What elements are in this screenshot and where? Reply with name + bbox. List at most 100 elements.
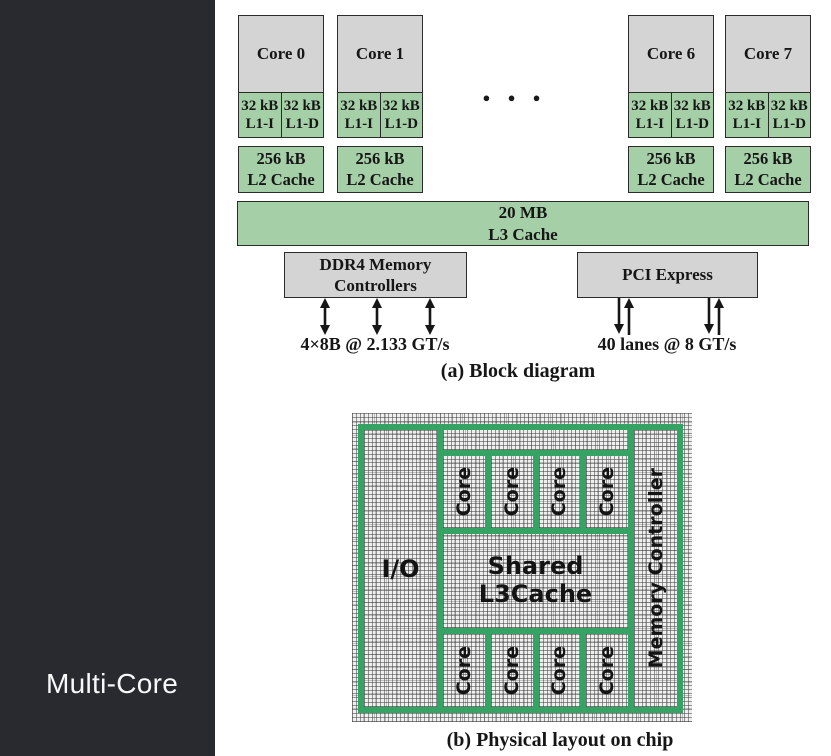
down-arrow-icon bbox=[614, 298, 624, 334]
core-row-bottom: Core Core Core Core bbox=[443, 634, 628, 707]
core-label: Core 6 bbox=[646, 44, 696, 63]
core-box: Core 6 bbox=[628, 15, 714, 93]
sidebar: Multi-Core bbox=[0, 0, 215, 756]
core-region-label: Core bbox=[452, 645, 475, 696]
core-region: Core bbox=[586, 634, 628, 707]
up-arrow-icon bbox=[624, 298, 634, 335]
core-region: Core bbox=[490, 634, 533, 707]
core-region-label: Core bbox=[596, 645, 619, 696]
slide-title: Multi-Core bbox=[46, 668, 179, 699]
l1i-size: 32 kB bbox=[241, 98, 279, 114]
bidirectional-arrow-icon bbox=[425, 298, 435, 335]
core-label: Core 1 bbox=[355, 44, 405, 63]
core-box: Core 1 bbox=[337, 15, 423, 93]
l1d-cache-box: 32 kB L1-D bbox=[380, 92, 423, 138]
core-group-6: Core 6 32 kB L1-I 32 kB L1-D 256 kB L2 C… bbox=[628, 15, 714, 193]
l1d-label: L1-D bbox=[285, 116, 319, 132]
l1i-size: 32 kB bbox=[728, 98, 766, 114]
l1d-size: 32 kB bbox=[382, 98, 420, 114]
l2-label: L2 Cache bbox=[247, 169, 315, 189]
chip-frame: I/O Core Core Core Core bbox=[358, 424, 683, 713]
l1d-size: 32 kB bbox=[283, 98, 321, 114]
l1i-size: 32 kB bbox=[340, 98, 378, 114]
ddr4-memory-controllers-box: DDR4 Memory Controllers bbox=[284, 252, 467, 298]
core-region: Core bbox=[586, 456, 628, 528]
l1-cache-row: 32 kB L1-I 32 kB L1-D bbox=[628, 92, 714, 138]
l2-size: 256 kB bbox=[646, 148, 696, 168]
core-region-label: Core bbox=[548, 645, 571, 696]
chip-floorplan: I/O Core Core Core Core bbox=[352, 413, 692, 722]
pcie-label: PCI Express bbox=[622, 265, 713, 285]
l1i-label: L1-I bbox=[245, 116, 274, 132]
shared-l3-label-line2: L3Cache bbox=[478, 580, 593, 608]
l2-cache-box: 256 kB L2 Cache bbox=[337, 146, 423, 193]
l1d-label: L1-D bbox=[772, 116, 806, 132]
ddr4-label-line2: Controllers bbox=[334, 276, 417, 295]
l1-cache-row: 32 kB L1-I 32 kB L1-D bbox=[725, 92, 811, 138]
l1d-label: L1-D bbox=[384, 116, 418, 132]
ddr4-bus-label: 4×8B @ 2.133 GT/s bbox=[300, 334, 450, 354]
l2-size: 256 kB bbox=[355, 148, 405, 168]
l2-cache-box: 256 kB L2 Cache bbox=[238, 146, 324, 193]
core-region-label: Core bbox=[500, 645, 523, 696]
l2-label: L2 Cache bbox=[346, 169, 414, 189]
core-region-label: Core bbox=[548, 467, 571, 517]
bidirectional-arrow-icon bbox=[372, 298, 382, 335]
core-region: Core bbox=[538, 634, 581, 707]
memory-controller-region: Memory Controller bbox=[634, 430, 677, 707]
memory-controller-label: Memory Controller bbox=[644, 468, 667, 669]
l1i-cache-box: 32 kB L1-I bbox=[725, 92, 769, 138]
core-region: Core bbox=[443, 456, 485, 528]
core-label: Core 0 bbox=[256, 44, 306, 63]
ddr4-label-line1: DDR4 Memory bbox=[319, 254, 432, 274]
ellipsis-dots: ● ● ● bbox=[482, 90, 548, 105]
l2-size: 256 kB bbox=[743, 148, 793, 168]
l1d-cache-box: 32 kB L1-D bbox=[281, 92, 324, 138]
l1i-cache-box: 32 kB L1-I bbox=[337, 92, 381, 138]
shared-l3-label-line1: Shared bbox=[487, 552, 584, 581]
core-group-0: Core 0 32 kB L1-I 32 kB L1-D 256 kB L2 C… bbox=[238, 15, 324, 193]
core-region: Core bbox=[490, 456, 533, 528]
l1i-label: L1-I bbox=[344, 116, 373, 132]
uncore-strip bbox=[443, 430, 628, 450]
l1i-size: 32 kB bbox=[631, 98, 669, 114]
chip-middle-column: Core Core Core Core Shared L3Cache bbox=[443, 430, 628, 707]
l3-size: 20 MB bbox=[498, 203, 548, 223]
l2-label: L2 Cache bbox=[637, 169, 705, 189]
l1-cache-row: 32 kB L1-I 32 kB L1-D bbox=[238, 92, 324, 138]
core-region-label: Core bbox=[596, 467, 619, 517]
l1i-label: L1-I bbox=[635, 116, 664, 132]
l3-cache-bar: 20 MB L3 Cache bbox=[237, 201, 809, 246]
l1i-cache-box: 32 kB L1-I bbox=[628, 92, 672, 138]
pci-express-box: PCI Express bbox=[577, 252, 758, 298]
bus-arrows bbox=[320, 298, 724, 335]
l1d-cache-box: 32 kB L1-D bbox=[671, 92, 714, 138]
bidirectional-arrow-icon bbox=[320, 298, 330, 335]
l2-cache-box: 256 kB L2 Cache bbox=[725, 146, 811, 193]
l2-cache-box: 256 kB L2 Cache bbox=[628, 146, 714, 193]
pcie-bus-label: 40 lanes @ 8 GT/s bbox=[597, 334, 737, 354]
l2-label: L2 Cache bbox=[734, 169, 802, 189]
core-region: Core bbox=[443, 634, 485, 707]
l1d-label: L1-D bbox=[675, 116, 709, 132]
block-diagram-caption: (a) Block diagram bbox=[440, 360, 596, 382]
core-box: Core 7 bbox=[725, 15, 811, 93]
io-region: I/O bbox=[364, 430, 437, 707]
core-box: Core 0 bbox=[238, 15, 324, 93]
shared-l3-region: Shared L3Cache bbox=[443, 534, 628, 628]
l1i-cache-box: 32 kB L1-I bbox=[238, 92, 282, 138]
core-region-label: Core bbox=[452, 467, 475, 517]
core-group-7: Core 7 32 kB L1-I 32 kB L1-D 256 kB L2 C… bbox=[725, 15, 811, 193]
core-region: Core bbox=[538, 456, 581, 528]
core-label: Core 7 bbox=[743, 44, 793, 63]
core-region-label: Core bbox=[500, 467, 523, 517]
physical-layout-caption: (b) Physical layout on chip bbox=[446, 729, 674, 751]
up-arrow-icon bbox=[714, 298, 724, 335]
l1d-size: 32 kB bbox=[770, 98, 808, 114]
l1d-size: 32 kB bbox=[673, 98, 711, 114]
l1-cache-row: 32 kB L1-I 32 kB L1-D bbox=[337, 92, 423, 138]
l3-label: L3 Cache bbox=[488, 224, 558, 244]
l2-size: 256 kB bbox=[256, 148, 306, 168]
core-row-top: Core Core Core Core bbox=[443, 456, 628, 528]
